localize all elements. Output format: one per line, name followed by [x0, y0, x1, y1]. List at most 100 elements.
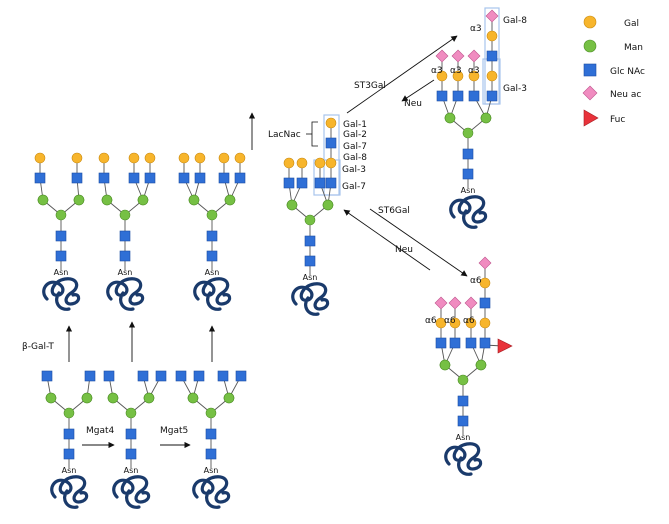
gal-residue-icon: [486, 30, 498, 42]
glcnac-residue-icon: [283, 177, 295, 189]
glcnac-residue-icon: [235, 370, 247, 382]
gal-residue-icon: [468, 70, 480, 82]
glcnac-residue-icon: [465, 337, 477, 349]
neuac-residue-icon: [451, 49, 465, 63]
man-residue-icon: [137, 194, 149, 206]
gal-residue-icon: [34, 152, 46, 164]
neuac-residue-icon: [467, 49, 481, 63]
asn-label: Asn: [461, 186, 476, 195]
gal-residue-icon: [234, 152, 246, 164]
arrow-neu-top: [401, 79, 435, 102]
glcnac-residue-icon: [206, 230, 218, 242]
man-residue-icon: [81, 392, 93, 404]
gal-residue-icon: [178, 152, 190, 164]
gal-residue-icon: [218, 152, 230, 164]
enzyme-neu-bottom-label: Neu: [395, 245, 413, 255]
man-residue-icon: [304, 214, 316, 226]
a6-top-linkage: α6: [470, 276, 482, 286]
gal-residue-icon: [296, 157, 308, 169]
glcnac-residue-icon: [193, 370, 205, 382]
glcnac-residue-icon: [103, 370, 115, 382]
a3-linkage-1: α3: [431, 66, 443, 76]
man-residue-icon: [107, 392, 119, 404]
man-residue-icon: [224, 194, 236, 206]
gal-residue-icon: [486, 70, 498, 82]
glcnac-residue-icon: [435, 337, 447, 349]
man-residue-icon: [444, 112, 456, 124]
legend-gal-icon: [583, 15, 597, 29]
lacnac-gal-7: Gal-7: [343, 142, 367, 152]
glcnac-residue-icon: [325, 137, 337, 149]
gal-residue-icon: [98, 152, 110, 164]
man-residue-icon: [457, 374, 469, 386]
legend-neuac-label: Neu ac: [610, 90, 641, 100]
glcnac-residue-icon: [457, 395, 469, 407]
lacnac-gal-2: Gal-2: [343, 130, 367, 140]
arrow-st6gal: [369, 208, 468, 277]
glcnac-residue-icon: [119, 230, 131, 242]
glcnac-residue-icon: [449, 337, 461, 349]
glcnac-residue-icon: [84, 370, 96, 382]
protein-ribbon-icon: [449, 195, 488, 229]
gal-residue-icon: [479, 317, 491, 329]
man-residue-icon: [187, 392, 199, 404]
man-residue-icon: [63, 407, 75, 419]
neuac-residue-icon: [478, 256, 492, 270]
protein-ribbon-icon: [112, 475, 151, 509]
glcnac-residue-icon: [486, 50, 498, 62]
glcnac-residue-icon: [98, 172, 110, 184]
gal-residue-icon: [325, 117, 337, 129]
gal-residue-icon: [436, 70, 448, 82]
protein-ribbon-icon: [193, 277, 232, 311]
glcnac-residue-icon: [205, 448, 217, 460]
asn-label: Asn: [118, 268, 133, 277]
man-residue-icon: [55, 209, 67, 221]
glcnac-residue-icon: [479, 337, 491, 349]
gal-residue-icon: [435, 317, 447, 329]
neuac-residue-icon: [435, 49, 449, 63]
asn-label: Asn: [204, 466, 219, 475]
gal-residue-icon: [144, 152, 156, 164]
arrow-neu-bottom: [343, 209, 431, 271]
man-residue-icon: [206, 209, 218, 221]
glcnac-residue-icon: [462, 148, 474, 160]
glcnac-residue-icon: [175, 370, 187, 382]
man-residue-icon: [119, 209, 131, 221]
asn-label: Asn: [54, 268, 69, 277]
glcnac-residue-icon: [137, 370, 149, 382]
legend-gal-label: Gal: [624, 19, 639, 29]
gal-residue-icon: [452, 70, 464, 82]
man-residue-icon: [45, 392, 57, 404]
enzyme-neu-top-label: Neu: [404, 99, 422, 109]
gal-residue-icon: [325, 157, 337, 169]
lacnac-gal-1: Gal-1: [343, 120, 367, 130]
glcnac-residue-icon: [55, 250, 67, 262]
man-residue-icon: [205, 407, 217, 419]
man-residue-icon: [462, 127, 474, 139]
glcnac-residue-icon: [296, 177, 308, 189]
legend: Gal Man Glc NAc Neu ac Fuc: [582, 15, 645, 127]
protein-ribbon-icon: [192, 475, 231, 509]
asn-label: Asn: [205, 268, 220, 277]
glcnac-residue-icon: [71, 172, 83, 184]
glcnac-residue-icon: [468, 90, 480, 102]
protein-ribbon-icon: [42, 277, 81, 311]
man-residue-icon: [480, 112, 492, 124]
glcnac-residue-icon: [217, 370, 229, 382]
glcnac-residue-icon: [234, 172, 246, 184]
glcnac-residue-icon: [304, 255, 316, 267]
gal-residue-icon: [449, 317, 461, 329]
glcnac-residue-icon: [436, 90, 448, 102]
glcnac-residue-icon: [178, 172, 190, 184]
protein-ribbon-icon: [106, 277, 145, 311]
a3-linkage-3: α3: [468, 66, 480, 76]
gal-residue-icon: [194, 152, 206, 164]
center-gal-3-label: Gal-3: [342, 165, 366, 175]
glcnac-residue-icon: [205, 428, 217, 440]
reaction-arrows: [65, 35, 468, 449]
a3-gal-3-label: Gal-3: [503, 84, 527, 94]
glcnac-residue-icon: [155, 370, 167, 382]
a3-top-linkage: α3: [470, 24, 482, 34]
